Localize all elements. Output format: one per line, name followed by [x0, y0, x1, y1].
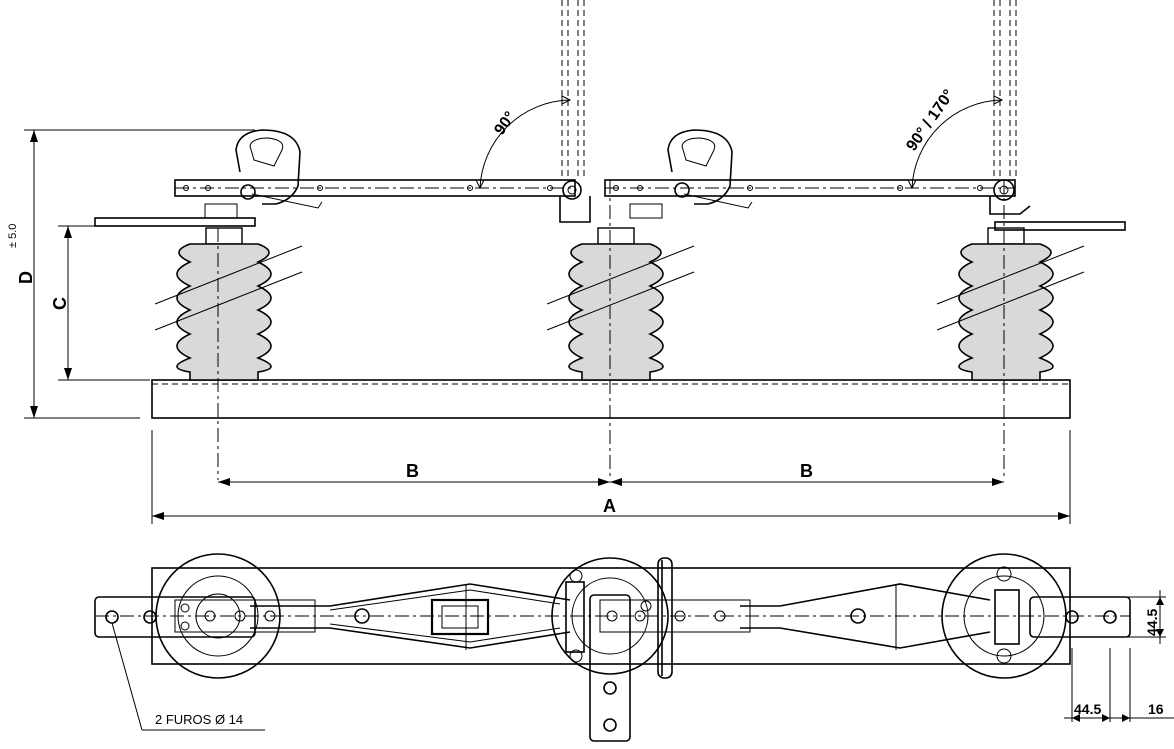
plan-view: 2 FUROS Ø 14 44.5 44.5 16: [94, 553, 1174, 742]
plan-linkage-left: [250, 583, 571, 649]
plan-terminal-left: [94, 596, 256, 638]
terminal-pad-left: [94, 217, 256, 227]
dim-d-tolerance: ± 5.0: [7, 224, 19, 248]
dimension-d: D ± 5.0: [7, 129, 255, 419]
plan-terminal-center: [589, 594, 631, 742]
dim-b-label-left: B: [406, 461, 419, 481]
dim-445-vertical-label: 44.5: [1144, 609, 1160, 636]
plan-linkage-right: [740, 583, 991, 649]
dimension-c: C: [50, 225, 150, 381]
insulator-left: [154, 227, 303, 480]
front-elevation: 90° 90° / 170° D ± 5.0 C: [7, 0, 1126, 524]
dim-16-label: 16: [1148, 701, 1164, 717]
angle-arc-right: [911, 99, 1003, 189]
dim-b-label-right: B: [800, 461, 813, 481]
blade-right: [604, 129, 1031, 219]
dim-d-label: D: [16, 271, 36, 284]
blade-open-right: [993, 0, 1017, 180]
base-channel: [151, 379, 1071, 419]
blade-left: [174, 129, 591, 223]
dim-c-label: C: [50, 297, 70, 310]
angle-arc-left: [479, 99, 571, 189]
angle-label-left: 90°: [491, 109, 519, 139]
insulator-right: [936, 180, 1085, 480]
holes-note: 2 FUROS Ø 14: [155, 712, 243, 727]
dimension-bottom-right: 44.5 16: [1064, 648, 1174, 722]
plan-mechanism-box: [430, 598, 490, 636]
blade-open-left: [561, 0, 585, 180]
terminal-pad-right: [994, 221, 1126, 231]
dimension-b: B B: [218, 461, 1004, 486]
dimension-a: A: [151, 430, 1071, 524]
plan-disc-center: [551, 557, 669, 675]
plan-terminal-right: [1029, 596, 1131, 638]
angle-label-right: 90° / 170°: [903, 87, 957, 155]
dimension-445-vertical: 44.5: [1120, 590, 1166, 644]
insulator-center: [546, 180, 695, 480]
dim-445-horizontal-label: 44.5: [1074, 701, 1101, 717]
dim-a-label: A: [603, 496, 616, 516]
